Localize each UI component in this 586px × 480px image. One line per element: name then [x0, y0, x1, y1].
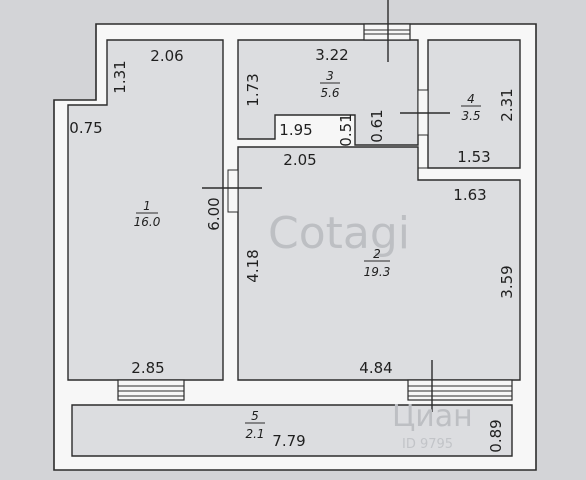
room-label-3: 3 5.6: [320, 69, 340, 100]
dim-r5-length: 7.79: [272, 432, 305, 450]
room-label-4: 4 3.5: [461, 92, 481, 123]
svg-text:5.6: 5.6: [320, 86, 339, 100]
svg-text:1: 1: [143, 199, 151, 213]
window-bottom-left: [117, 379, 185, 401]
svg-text:2.1: 2.1: [245, 427, 264, 441]
svg-text:3: 3: [326, 69, 334, 83]
dim-r3-bottom: 1.95: [279, 121, 312, 139]
window-bottom-right: [407, 360, 513, 412]
dim-r4-bottom: 1.53: [457, 148, 490, 166]
room-2-outline: [237, 146, 521, 381]
dim-r2-left: 4.18: [244, 249, 262, 282]
room-label-2: 2 19.3: [364, 247, 391, 279]
dim-r1-notch: 1.31: [111, 60, 129, 93]
dim-r2-right: 3.59: [498, 265, 516, 298]
svg-text:5: 5: [251, 409, 259, 423]
room-label-5: 5 2.1: [245, 409, 265, 441]
room-label-1: 1 16.0: [134, 199, 161, 229]
dim-r1-top: 2.06: [150, 47, 183, 65]
svg-text:16.0: 16.0: [134, 215, 161, 229]
dim-r4-right: 2.31: [498, 88, 516, 121]
dim-r3-top: 3.22: [315, 46, 348, 64]
window-top: [363, 0, 411, 62]
door-marker-room-1: [202, 169, 262, 213]
svg-text:19.3: 19.3: [364, 265, 391, 279]
watermark-brand: Циан: [392, 399, 473, 434]
watermark-id: ID 9795: [402, 437, 453, 452]
dim-r3-left: 1.73: [244, 73, 262, 106]
dim-r2-top-right: 1.63: [453, 186, 486, 204]
room-3-outline: [237, 39, 419, 146]
svg-text:3.5: 3.5: [461, 109, 480, 123]
dim-r2-corr: 0.61: [368, 109, 386, 142]
dim-r5-width: 0.89: [487, 419, 505, 452]
dim-r1-left: 6.00: [205, 197, 223, 230]
svg-text:2: 2: [373, 247, 381, 261]
room-5-outline: [71, 404, 513, 457]
svg-text:4: 4: [467, 92, 475, 106]
dim-r3-step: 0.51: [337, 113, 355, 146]
watermark-text: Cotagi: [268, 208, 410, 259]
dim-r2-top: 2.05: [283, 151, 316, 169]
dim-r1-step: 0.75: [69, 119, 102, 137]
dim-r2-bottom: 4.84: [359, 359, 392, 377]
door-marker-room-4: [400, 89, 450, 136]
dim-r1-bottom: 2.85: [131, 359, 164, 377]
room-1-outline: [67, 39, 224, 381]
